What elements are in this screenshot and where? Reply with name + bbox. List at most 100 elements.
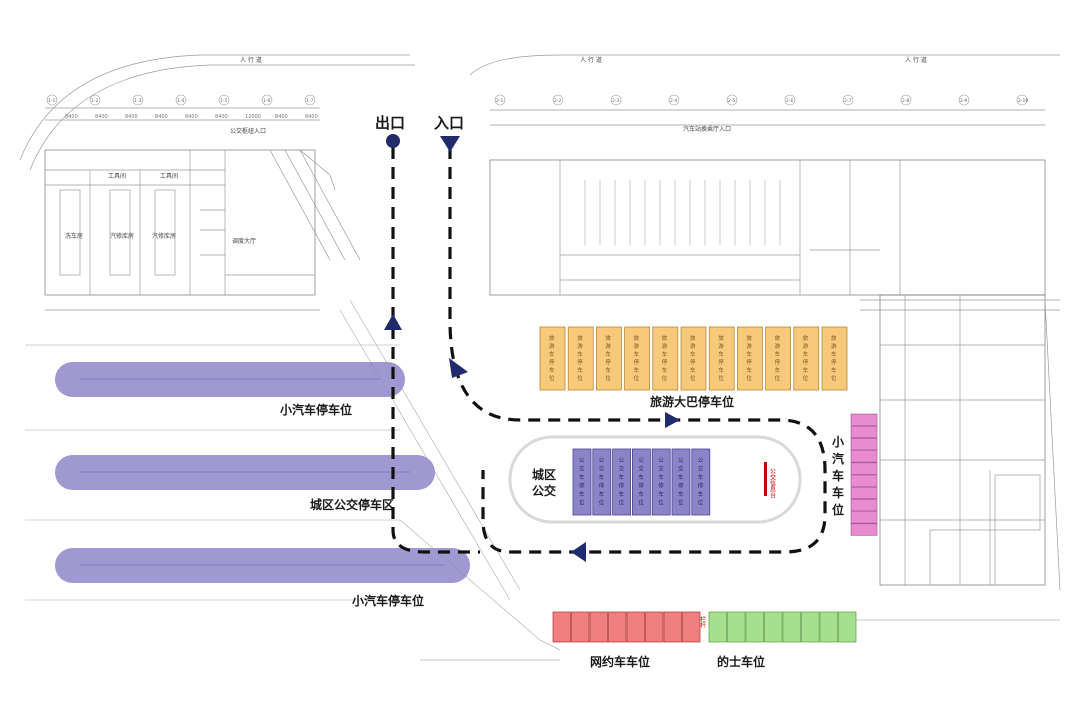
city-bus-stall-text: 停: [658, 482, 664, 490]
city-bus-stall-text: 位: [619, 499, 625, 507]
grid-number: 2-6: [786, 98, 793, 104]
ride-hailing-stall: [552, 611, 571, 643]
grid-number: 2-7: [844, 98, 851, 104]
city-bus-stall-text: 车: [698, 490, 704, 498]
grid-number: 2-5: [728, 98, 735, 104]
grid-number: 1-7: [306, 98, 313, 104]
tour-bus-stall-text: 停: [549, 358, 555, 366]
taxi-stall: [819, 611, 838, 643]
tour-bus-stall-text: 停: [718, 358, 724, 366]
city-bus-stall-text: 公: [619, 458, 625, 464]
grid-bubble: [784, 94, 796, 106]
exit-label: 出口: [375, 114, 405, 132]
work-room-2: 工具间: [160, 172, 178, 180]
city-bus-stall-text: 车: [658, 473, 664, 481]
tour-bus-stall-text: 旅: [775, 334, 781, 342]
taxi-stall: [708, 611, 727, 643]
grid-number: 1-2: [91, 98, 98, 104]
ride-hailing-stall: [682, 611, 701, 643]
tour-bus-stall-text: 游: [803, 342, 809, 350]
pink-car-stall: [850, 523, 878, 536]
sidewalk-label-mid: 人 行 道: [580, 56, 602, 64]
cad-background: [19, 54, 1061, 661]
tour-bus-stall-text: 车: [803, 366, 809, 374]
taxi-stalls: [708, 611, 857, 643]
grid-bubble: [726, 94, 738, 106]
car-parking-vertical-char: 汽: [832, 451, 844, 466]
tour-bus-stall-text: 车: [605, 366, 611, 374]
tour-bus-stall-text: 停: [577, 358, 583, 366]
tour-bus-stall-text: 车: [775, 366, 781, 374]
city-bus-stall-text: 车: [579, 473, 585, 481]
tour-bus-stall-text: 旅: [634, 334, 640, 342]
city-bus-zone: [55, 455, 435, 490]
ride-hailing-stall: [571, 611, 590, 643]
city-bus-stall: [612, 448, 631, 516]
pink-car-stall: [850, 413, 878, 426]
tour-bus-stall-text: 位: [746, 374, 752, 382]
city-bus-stall-text: 停: [678, 482, 684, 490]
tour-bus-stall: [821, 326, 848, 391]
tour-bus-stall-text: 停: [746, 358, 752, 366]
tour-bus-stall-text: 旅: [549, 334, 555, 342]
tour-bus-stall-text: 车: [718, 366, 724, 374]
tour-bus-stall-text: 车: [549, 366, 555, 374]
tour-bus-stall-text: 位: [690, 374, 696, 382]
grid-bubble: [610, 94, 622, 106]
dispatch-hall-label: 调度大厅: [232, 237, 256, 245]
city-bus-stall-text: 公: [658, 458, 664, 464]
tour-bus-stall-text: 位: [775, 374, 781, 382]
pink-car-stall: [850, 486, 878, 500]
tour-bus-stall: [708, 326, 735, 391]
tour-bus-stall-text: 游: [549, 342, 555, 350]
ride-hailing-stall: [645, 611, 664, 643]
city-bus-stall-text: 交: [698, 465, 704, 473]
city-bus-stall-text: 车: [619, 473, 625, 481]
car-parking-zone-2: [55, 548, 470, 583]
tour-bus-stall-text: 停: [605, 358, 611, 366]
bus-info-sign: 公交信息台: [769, 468, 776, 499]
grid-bubble: [668, 94, 680, 106]
arrow-left-icon: [571, 542, 586, 562]
city-bus-stall-text: 车: [638, 473, 644, 481]
dimension-label: 8400: [305, 114, 318, 120]
grid-bubble: [304, 94, 316, 106]
tour-bus-stall-text: 停: [775, 358, 781, 366]
railing-label: 栏杆: [699, 615, 706, 629]
tour-bus-stall-text: 位: [577, 374, 583, 382]
city-bus-stall: [691, 448, 711, 516]
city-bus-stall: [632, 448, 651, 516]
tour-bus-stall-text: 位: [662, 374, 668, 382]
tour-bus-stall-text: 车: [690, 350, 696, 358]
pink-car-stall: [850, 425, 878, 439]
car-parking-label-2: 小汽车停车位: [352, 593, 424, 608]
tour-bus-stall: [737, 326, 763, 391]
tour-bus-stall-text: 车: [831, 350, 837, 358]
entrance-label: 入口: [434, 114, 464, 132]
city-bus-stall-text: 公: [678, 458, 684, 464]
tour-bus-stall-text: 位: [718, 374, 724, 382]
ride-hailing-stall: [589, 611, 608, 643]
city-bus-stall: [572, 448, 592, 516]
grid-number: 1-1: [48, 98, 55, 104]
grid-bubble: [900, 94, 912, 106]
city-bus-stall-text: 交: [599, 465, 605, 473]
grid-bubble: [89, 94, 101, 106]
dimension-label: 8400: [95, 114, 108, 120]
tour-bus-stall-text: 车: [577, 350, 583, 358]
city-bus-stall-text: 位: [658, 499, 664, 507]
grid-bubble: [494, 94, 506, 106]
grid-bubble: [958, 94, 970, 106]
city-bus-parking-label: 城区公交停车区: [310, 497, 394, 512]
taxi-stall: [764, 611, 783, 643]
tour-bus-stall-text: 车: [718, 350, 724, 358]
grid-number: 1-6: [263, 98, 270, 104]
tour-bus-stall-text: 车: [662, 350, 668, 358]
dimension-label: 12000: [245, 114, 261, 120]
taxi-stall: [801, 611, 820, 643]
tour-bus-stall: [652, 326, 679, 391]
tour-bus-stall-text: 旅: [803, 334, 809, 342]
ride-hailing-stall: [663, 611, 682, 643]
